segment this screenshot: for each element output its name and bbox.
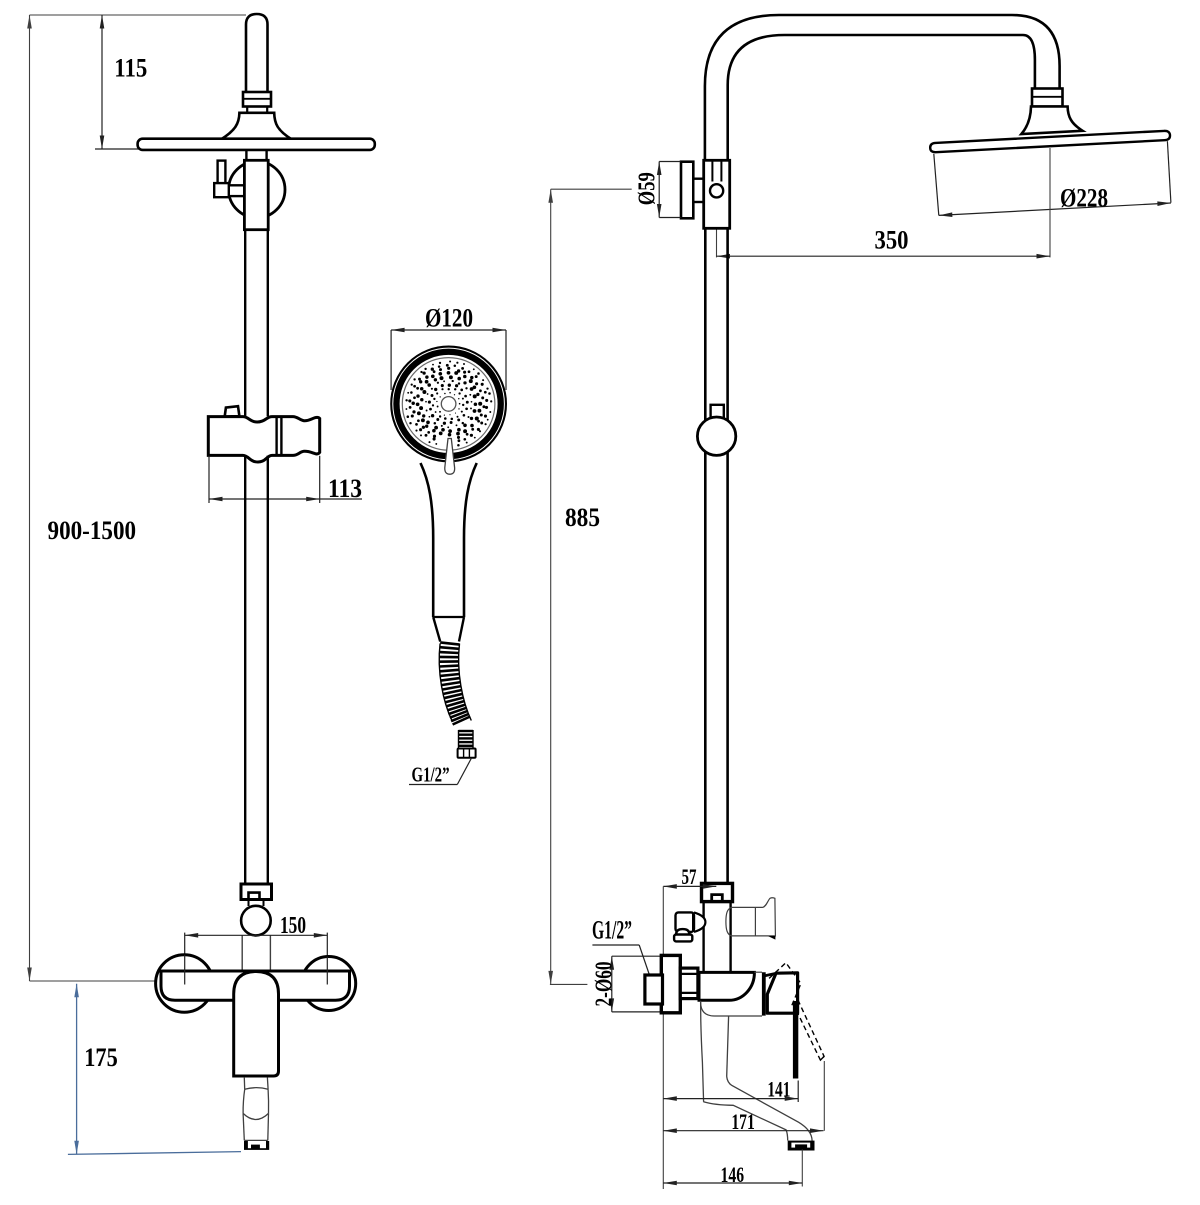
svg-text:146: 146 xyxy=(721,1162,745,1187)
svg-text:57: 57 xyxy=(682,864,697,889)
svg-text:175: 175 xyxy=(84,1043,118,1072)
svg-text:G1/2”: G1/2” xyxy=(592,916,632,945)
svg-text:171: 171 xyxy=(731,1109,755,1134)
svg-text:Ø228: Ø228 xyxy=(1060,184,1108,213)
svg-text:115: 115 xyxy=(114,54,147,83)
svg-text:Ø59: Ø59 xyxy=(634,172,660,205)
svg-text:885: 885 xyxy=(565,503,600,532)
svg-text:Ø120: Ø120 xyxy=(425,304,473,333)
svg-text:350: 350 xyxy=(875,226,909,255)
svg-text:113: 113 xyxy=(328,474,362,503)
svg-text:141: 141 xyxy=(767,1077,790,1102)
svg-text:2-Ø60: 2-Ø60 xyxy=(591,962,617,1007)
svg-text:900-1500: 900-1500 xyxy=(48,516,137,545)
svg-text:150: 150 xyxy=(280,913,306,939)
svg-text:G1/2”: G1/2” xyxy=(412,763,450,787)
